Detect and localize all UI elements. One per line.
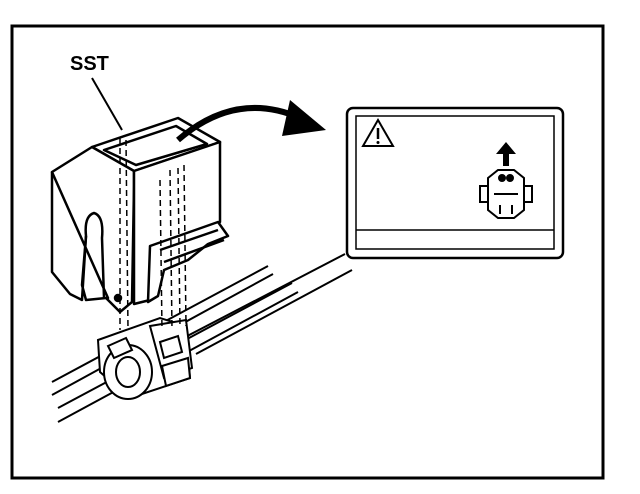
arrow-up-icon [496,142,516,166]
sst-leader-line [91,77,123,131]
warning-triangle-icon [361,117,395,147]
sst-label: SST [70,53,109,75]
connector-clip [96,316,194,400]
warning-label-inset [345,106,565,260]
connector-pictogram [479,169,533,219]
transfer-arrow [176,100,326,143]
